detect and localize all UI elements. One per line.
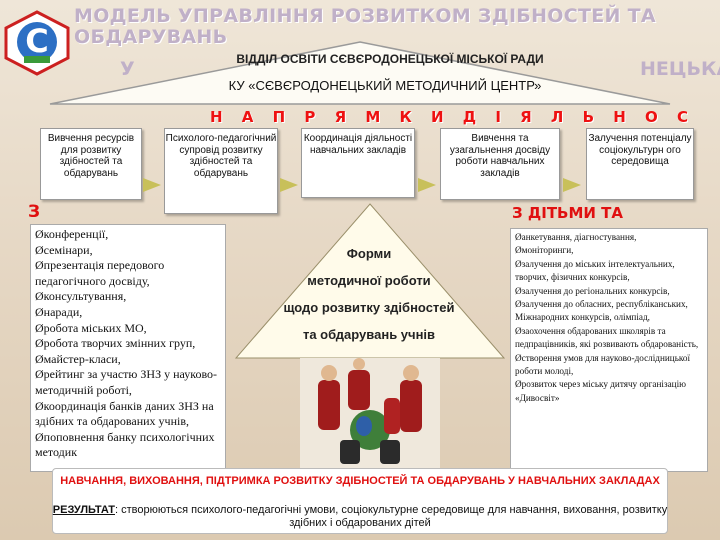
forms-line: методичної роботи: [307, 273, 431, 288]
ghost-text-right: НЕЦЬКА: [640, 58, 720, 80]
list-item: розвиток через міську дитячу організацію…: [515, 378, 703, 405]
list-item: координація банків даних ЗНЗ на здібних …: [35, 399, 221, 430]
logo: C: [4, 10, 70, 76]
list-item: наради,: [35, 305, 221, 321]
forms-caption: Форми методичної роботи щодо розвитку зд…: [256, 240, 482, 348]
list-item: презентація передового педагогічного дос…: [35, 258, 221, 289]
result-text: РЕЗУЛЬТАТ: створюються психолого-педагог…: [52, 504, 668, 530]
forms-line: Форми: [346, 246, 392, 261]
direction-box-2: Психолого-педагогічний супровід розвитку…: [164, 128, 278, 214]
result-label: РЕЗУЛЬТАТ: [52, 504, 115, 516]
list-item: моніторинги,: [515, 244, 703, 257]
left-heading: З: [28, 202, 41, 222]
methodical-forms-list: конференції, семінари, презентація перед…: [30, 224, 226, 472]
list-item: створення умов для науково-дослідницької…: [515, 352, 703, 379]
list-item: конференції,: [35, 227, 221, 243]
logo-letter: C: [25, 22, 49, 60]
page-title: МОДЕЛЬ УПРАВЛІННЯ РОЗВИТКОМ ЗДІБНОСТЕЙ Т…: [74, 5, 656, 48]
direction-label: Координація діяльності навчальних заклад…: [303, 133, 413, 156]
center-label: КУ «СЄВЄРОДОНЕЦЬКИЙ МЕТОДИЧНИЙ ЦЕНТР»: [228, 78, 542, 93]
direction-label: Залучення потенціалу соціокультурн ого с…: [588, 133, 692, 167]
list-item: залучення до обласних, республіканських,…: [515, 298, 703, 325]
direction-label: Вивчення та узагальнення досвіду роботи …: [449, 133, 551, 179]
banner-main-text: НАВЧАННЯ, ВИХОВАННЯ, ПІДТРИМКА РОЗВИТКУ …: [60, 475, 660, 487]
direction-label: Психолого-педагогічний супровід розвитку…: [165, 133, 277, 179]
list-item: заохочення обдарованих школярів та педпр…: [515, 325, 703, 352]
ghost-text-left: У: [120, 58, 135, 80]
list-item: залучення до міських інтелектуальних, тв…: [515, 258, 703, 285]
department-label: ВІДДІЛ ОСВІТИ СЄВЄРОДОНЕЦЬКОЇ МІСЬКОЇ РА…: [236, 52, 544, 66]
arrow-right-icon: [563, 178, 581, 192]
arrow-right-icon: [418, 178, 436, 192]
arrow-right-icon: [143, 178, 161, 192]
result-banner: [52, 468, 668, 534]
direction-box-5: Залучення потенціалу соціокультурн ого с…: [586, 128, 694, 200]
children-forms-list: анкетування, діагностування, моніторинги…: [510, 228, 708, 472]
direction-box-4: Вивчення та узагальнення досвіду роботи …: [440, 128, 560, 200]
list-item: поповнення банку психологічних методик: [35, 430, 221, 461]
list-item: робота міських МО,: [35, 321, 221, 337]
direction-box-3: Координація діяльності навчальних заклад…: [301, 128, 415, 198]
list-item: анкетування, діагностування,: [515, 231, 703, 244]
directions-title: Н А П Р Я М К И Д І Я Л Ь Н О С: [210, 108, 696, 126]
children-globe-photo: [300, 358, 440, 468]
list-item: майстер-класи,: [35, 352, 221, 368]
direction-label: Вивчення ресурсів для розвитку здібносте…: [47, 133, 135, 179]
list-item: залучення до регіональних конкурсів,: [515, 285, 703, 298]
list-item: робота творчих змінних груп,: [35, 336, 221, 352]
list-item: консультування,: [35, 289, 221, 305]
right-heading: З ДІТЬМИ ТА: [512, 204, 624, 222]
result-description: : створюються психолого-педагогічні умов…: [115, 504, 668, 529]
roof-shape: [49, 41, 671, 105]
list-item: семінари,: [35, 243, 221, 259]
forms-line: та обдарувань учнів: [302, 327, 436, 342]
forms-line: щодо розвитку здібностей: [283, 300, 455, 315]
list-item: рейтинг за участю ЗНЗ у науково-методичн…: [35, 367, 221, 398]
direction-box-1: Вивчення ресурсів для розвитку здібносте…: [40, 128, 142, 200]
arrow-right-icon: [280, 178, 298, 192]
